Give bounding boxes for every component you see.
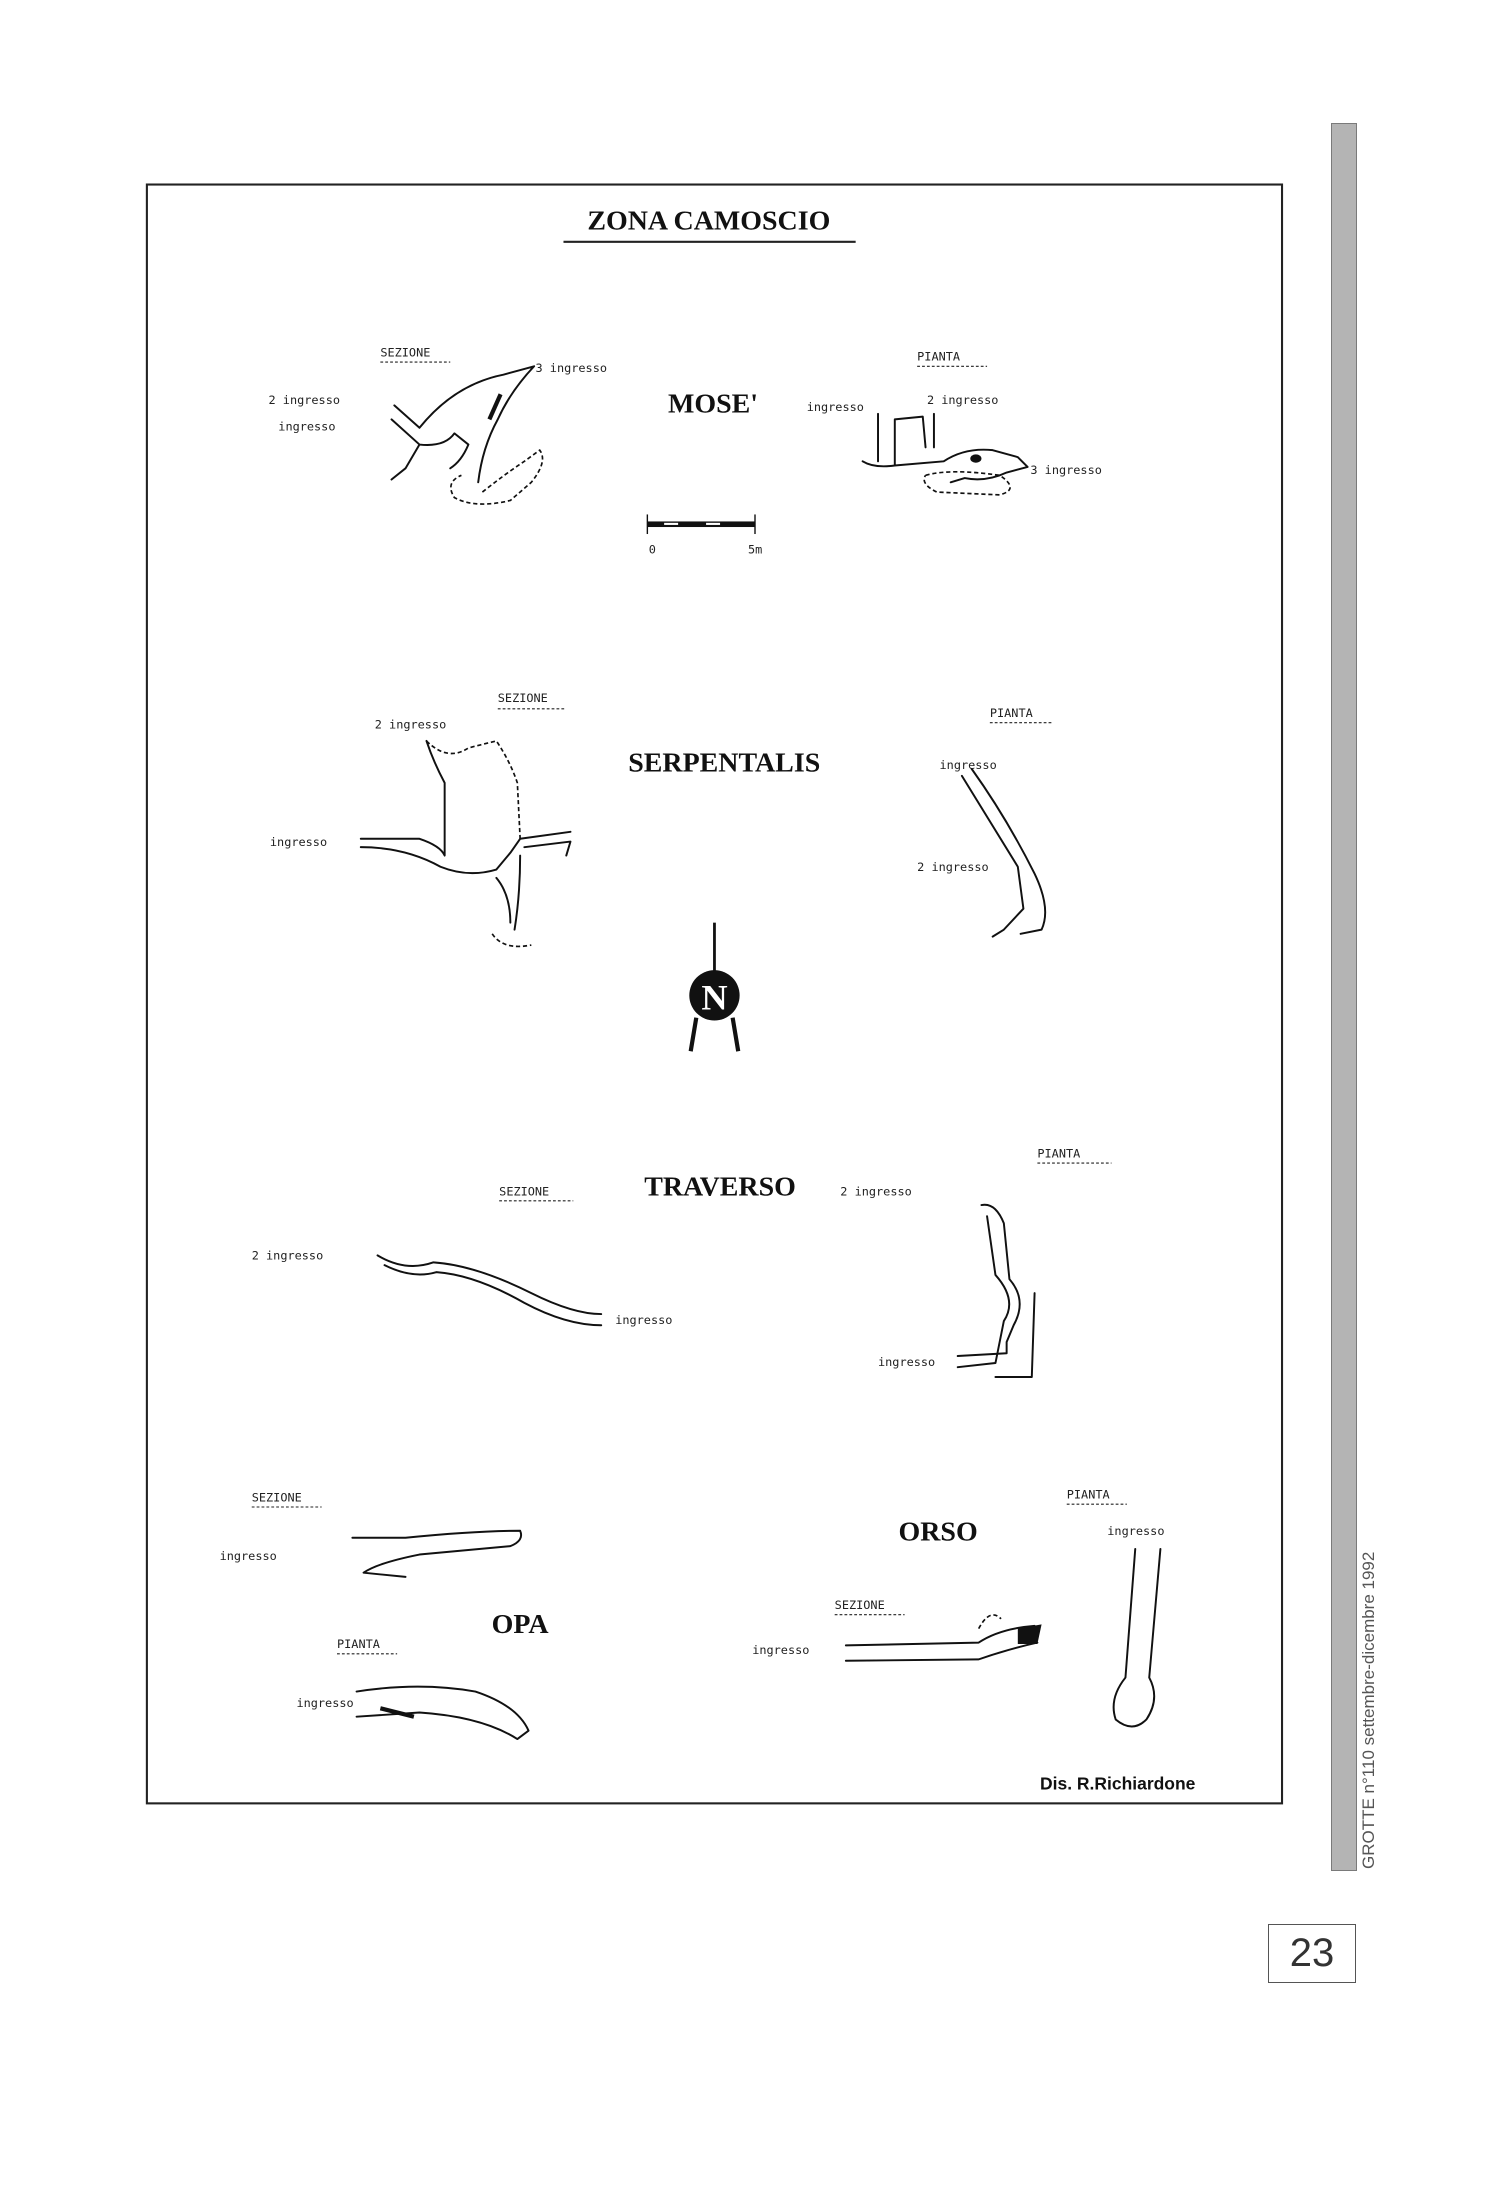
plate-title: ZONA CAMOSCIO <box>587 205 830 236</box>
traverso-plan-label: PIANTA <box>1037 1147 1080 1161</box>
traverso-label: ingresso <box>878 1355 935 1369</box>
mose-title: MOSE' <box>668 388 758 419</box>
north-label: N <box>701 977 727 1017</box>
opa-plan-label: PIANTA <box>337 1637 380 1651</box>
north-arrow-icon: N <box>688 922 741 1052</box>
mose-label: ingresso <box>278 420 335 434</box>
opa-title: OPA <box>492 1609 549 1640</box>
opa-survey: SEZIONE ingresso OPA PIANTA ingresso <box>220 1490 549 1741</box>
serpentalis-label: ingresso <box>940 758 997 772</box>
traverso-label: 2 ingresso <box>252 1249 323 1263</box>
traverso-survey: SEZIONE TRAVERSO 2 ingresso PIANTA 2 ing… <box>252 1147 1112 1378</box>
serpentalis-title: SERPENTALIS <box>628 748 820 779</box>
traverso-title: TRAVERSO <box>644 1171 796 1202</box>
traverso-section-label: SEZIONE <box>499 1184 549 1198</box>
orso-label: ingresso <box>752 1643 809 1657</box>
opa-label: ingresso <box>296 1696 353 1710</box>
mose-label: 2 ingresso <box>927 393 999 407</box>
orso-section-label: SEZIONE <box>835 1598 885 1612</box>
mose-plan-label: PIANTA <box>917 350 960 364</box>
serpentalis-survey: SEZIONE 2 ingresso ingresso SERPENTALIS … <box>270 691 1052 948</box>
serpentalis-plan-label: PIANTA <box>990 706 1033 720</box>
scale-start: 0 <box>649 543 656 557</box>
mose-survey: SEZIONE 3 ingresso 2 ingresso ingresso M… <box>269 345 1102 556</box>
opa-label: ingresso <box>220 1549 277 1563</box>
mose-section-label: SEZIONE <box>380 345 430 359</box>
page-number: 23 <box>1268 1924 1356 1983</box>
drawing-credit: Dis. R.Richiardone <box>1040 1773 1196 1793</box>
mose-label: 3 ingresso <box>1030 463 1102 477</box>
journal-reference: GROTTE n°110 settembre-dicembre 1992 <box>1359 1551 1378 1869</box>
mose-label: 2 ingresso <box>269 393 341 407</box>
plate-frame <box>145 183 1284 1805</box>
scale-bar: 0 5m <box>646 514 762 557</box>
margin-bar <box>1331 123 1357 1871</box>
serpentalis-label: 2 ingresso <box>375 717 447 731</box>
orso-title: ORSO <box>899 1517 978 1548</box>
scale-end: 5m <box>748 543 762 557</box>
orso-plan-label: PIANTA <box>1067 1488 1110 1502</box>
orso-survey: ORSO SEZIONE ingresso PIANTA ingresso <box>752 1488 1164 1728</box>
opa-section-label: SEZIONE <box>252 1490 302 1504</box>
serpentalis-label: 2 ingresso <box>917 860 989 874</box>
serpentalis-section-label: SEZIONE <box>498 691 548 705</box>
serpentalis-label: ingresso <box>270 835 327 849</box>
traverso-label: 2 ingresso <box>840 1184 912 1198</box>
traverso-label: ingresso <box>615 1313 672 1327</box>
mose-label: 3 ingresso <box>536 361 608 375</box>
mose-label: ingresso <box>807 400 864 414</box>
orso-label: ingresso <box>1107 1524 1164 1538</box>
